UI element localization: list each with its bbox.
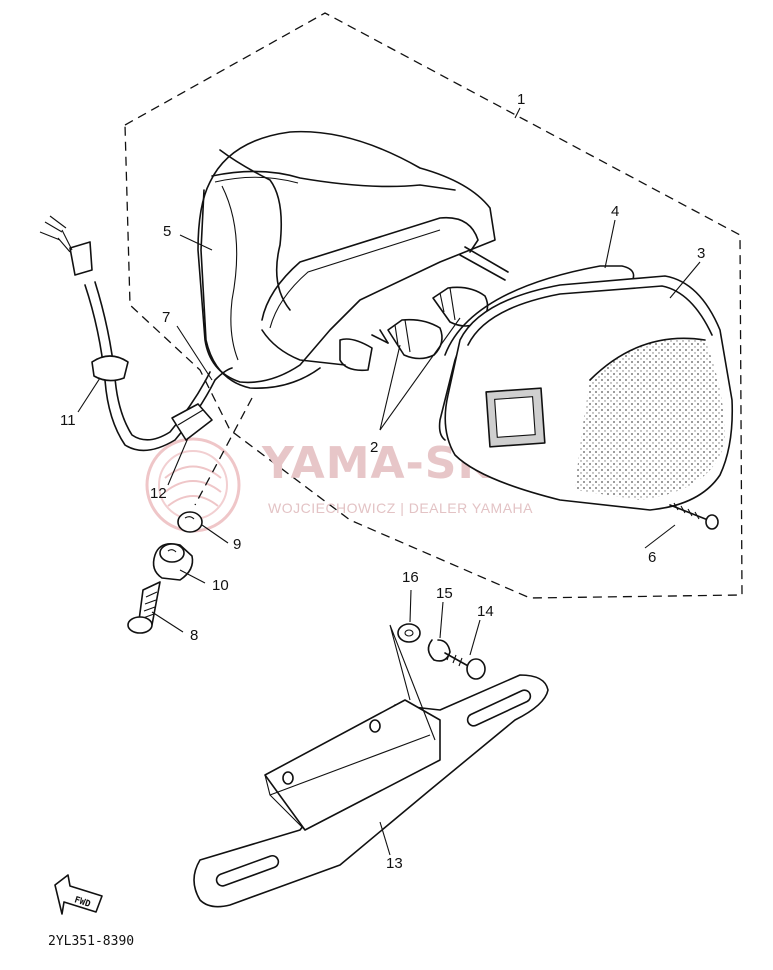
callout-15: 15 [436,585,453,602]
diagram-code: 2YL351-8390 [48,934,134,949]
callout-4: 4 [611,203,619,220]
callout-9: 9 [233,536,241,553]
rubber-damper [152,542,194,581]
callout-10: 10 [212,577,229,594]
damper [171,403,213,441]
mounting-axis-line [194,397,253,506]
license-bracket [193,624,549,908]
collar [177,511,203,533]
callout-8: 8 [190,627,198,644]
assembly-boundary [124,12,743,599]
washer [397,623,421,643]
leader-lines [77,107,701,856]
callout-13: 13 [386,855,403,872]
callout-5: 5 [163,223,171,240]
tail-light-lens [444,275,734,511]
lens-screw [669,502,719,530]
tail-light-housing [197,130,509,389]
callout-14: 14 [477,603,494,620]
fwd-label: FWD [73,895,92,910]
callout-6: 6 [648,549,656,566]
callout-11: 11 [60,412,76,429]
bulb-lower [387,318,443,360]
callout-16: 16 [402,569,419,586]
forward-arrow-icon: FWD [54,874,103,915]
callout-12: 12 [150,485,167,502]
mounting-bolt [127,581,161,634]
spring-washer [427,639,451,662]
watermark-subtitle: WOJCIECHOWICZ | DEALER YAMAHA [268,500,533,516]
callout-2: 2 [370,439,378,456]
callout-3: 3 [697,245,705,262]
wire-harness [39,215,233,452]
callouts: 1 2 3 4 5 6 7 8 9 10 11 12 13 14 15 16 [60,91,705,872]
callout-7: 7 [162,309,170,326]
callout-1: 1 [517,91,525,108]
bracket-screw [444,651,486,680]
